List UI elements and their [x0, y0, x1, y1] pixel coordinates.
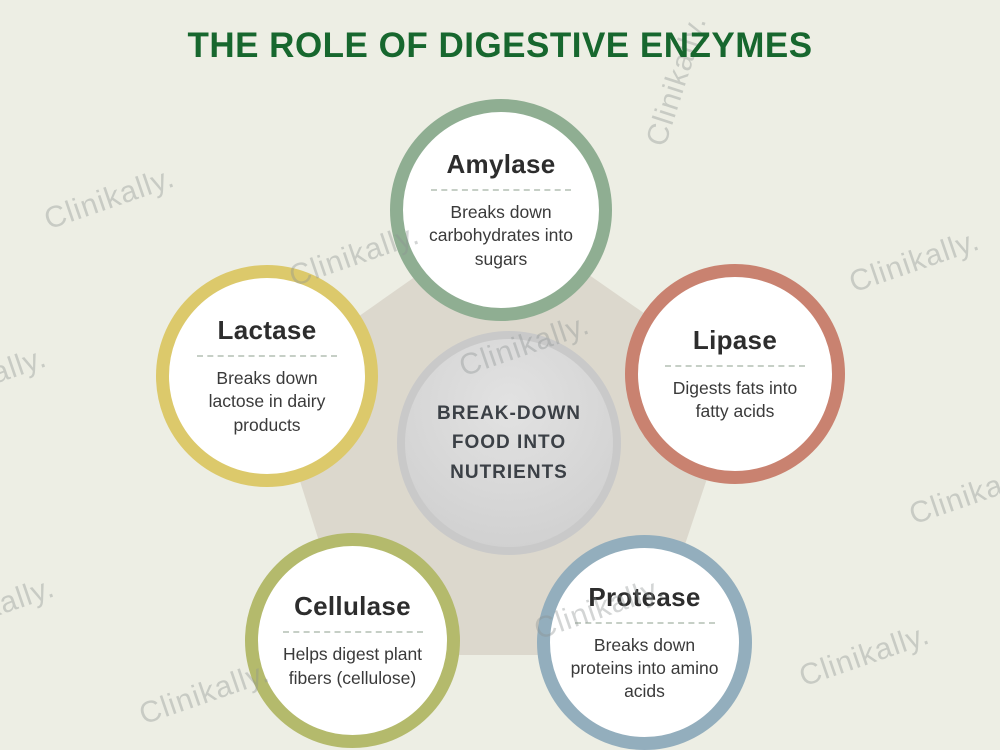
- enzyme-divider: [665, 364, 805, 367]
- enzyme-circle-cellulase: Cellulase Helps digest plant fibers (cel…: [245, 533, 460, 748]
- enzyme-description-amylase: Breaks down carbohydrates into sugars: [429, 202, 573, 269]
- enzyme-divider: [282, 631, 423, 634]
- enzyme-circle-lipase: Lipase Digests fats into fatty acids: [625, 264, 845, 484]
- enzyme-divider: [574, 621, 715, 624]
- enzyme-name-cellulase: Cellulase: [294, 591, 411, 622]
- center-circle: BREAK-DOWN FOOD INTO NUTRIENTS: [397, 331, 621, 555]
- enzyme-circle-lactase: Lactase Breaks down lactose in dairy pro…: [156, 265, 378, 487]
- page-title: THE ROLE OF DIGESTIVE ENZYMES: [187, 26, 813, 65]
- enzyme-circle-amylase: Amylase Breaks down carbohydrates into s…: [390, 99, 612, 321]
- enzyme-divider: [431, 189, 571, 192]
- enzyme-description-protease: Breaks down proteins into amino acids: [570, 634, 719, 702]
- enzyme-divider: [197, 355, 337, 358]
- enzyme-name-lipase: Lipase: [692, 324, 778, 355]
- center-label: BREAK-DOWN FOOD INTO NUTRIENTS: [436, 402, 582, 483]
- enzyme-description-lipase: Digests fats into fatty acids: [672, 377, 798, 421]
- enzyme-name-lactase: Lactase: [217, 315, 317, 346]
- enzyme-name-amylase: Amylase: [446, 149, 556, 180]
- enzyme-name-protease: Protease: [588, 581, 701, 612]
- enzyme-description-lactase: Breaks down lactose in dairy products: [208, 368, 326, 435]
- enzyme-circle-protease: Protease Breaks down proteins into amino…: [537, 535, 752, 750]
- enzyme-description-cellulase: Helps digest plant fibers (cellulose): [282, 644, 423, 688]
